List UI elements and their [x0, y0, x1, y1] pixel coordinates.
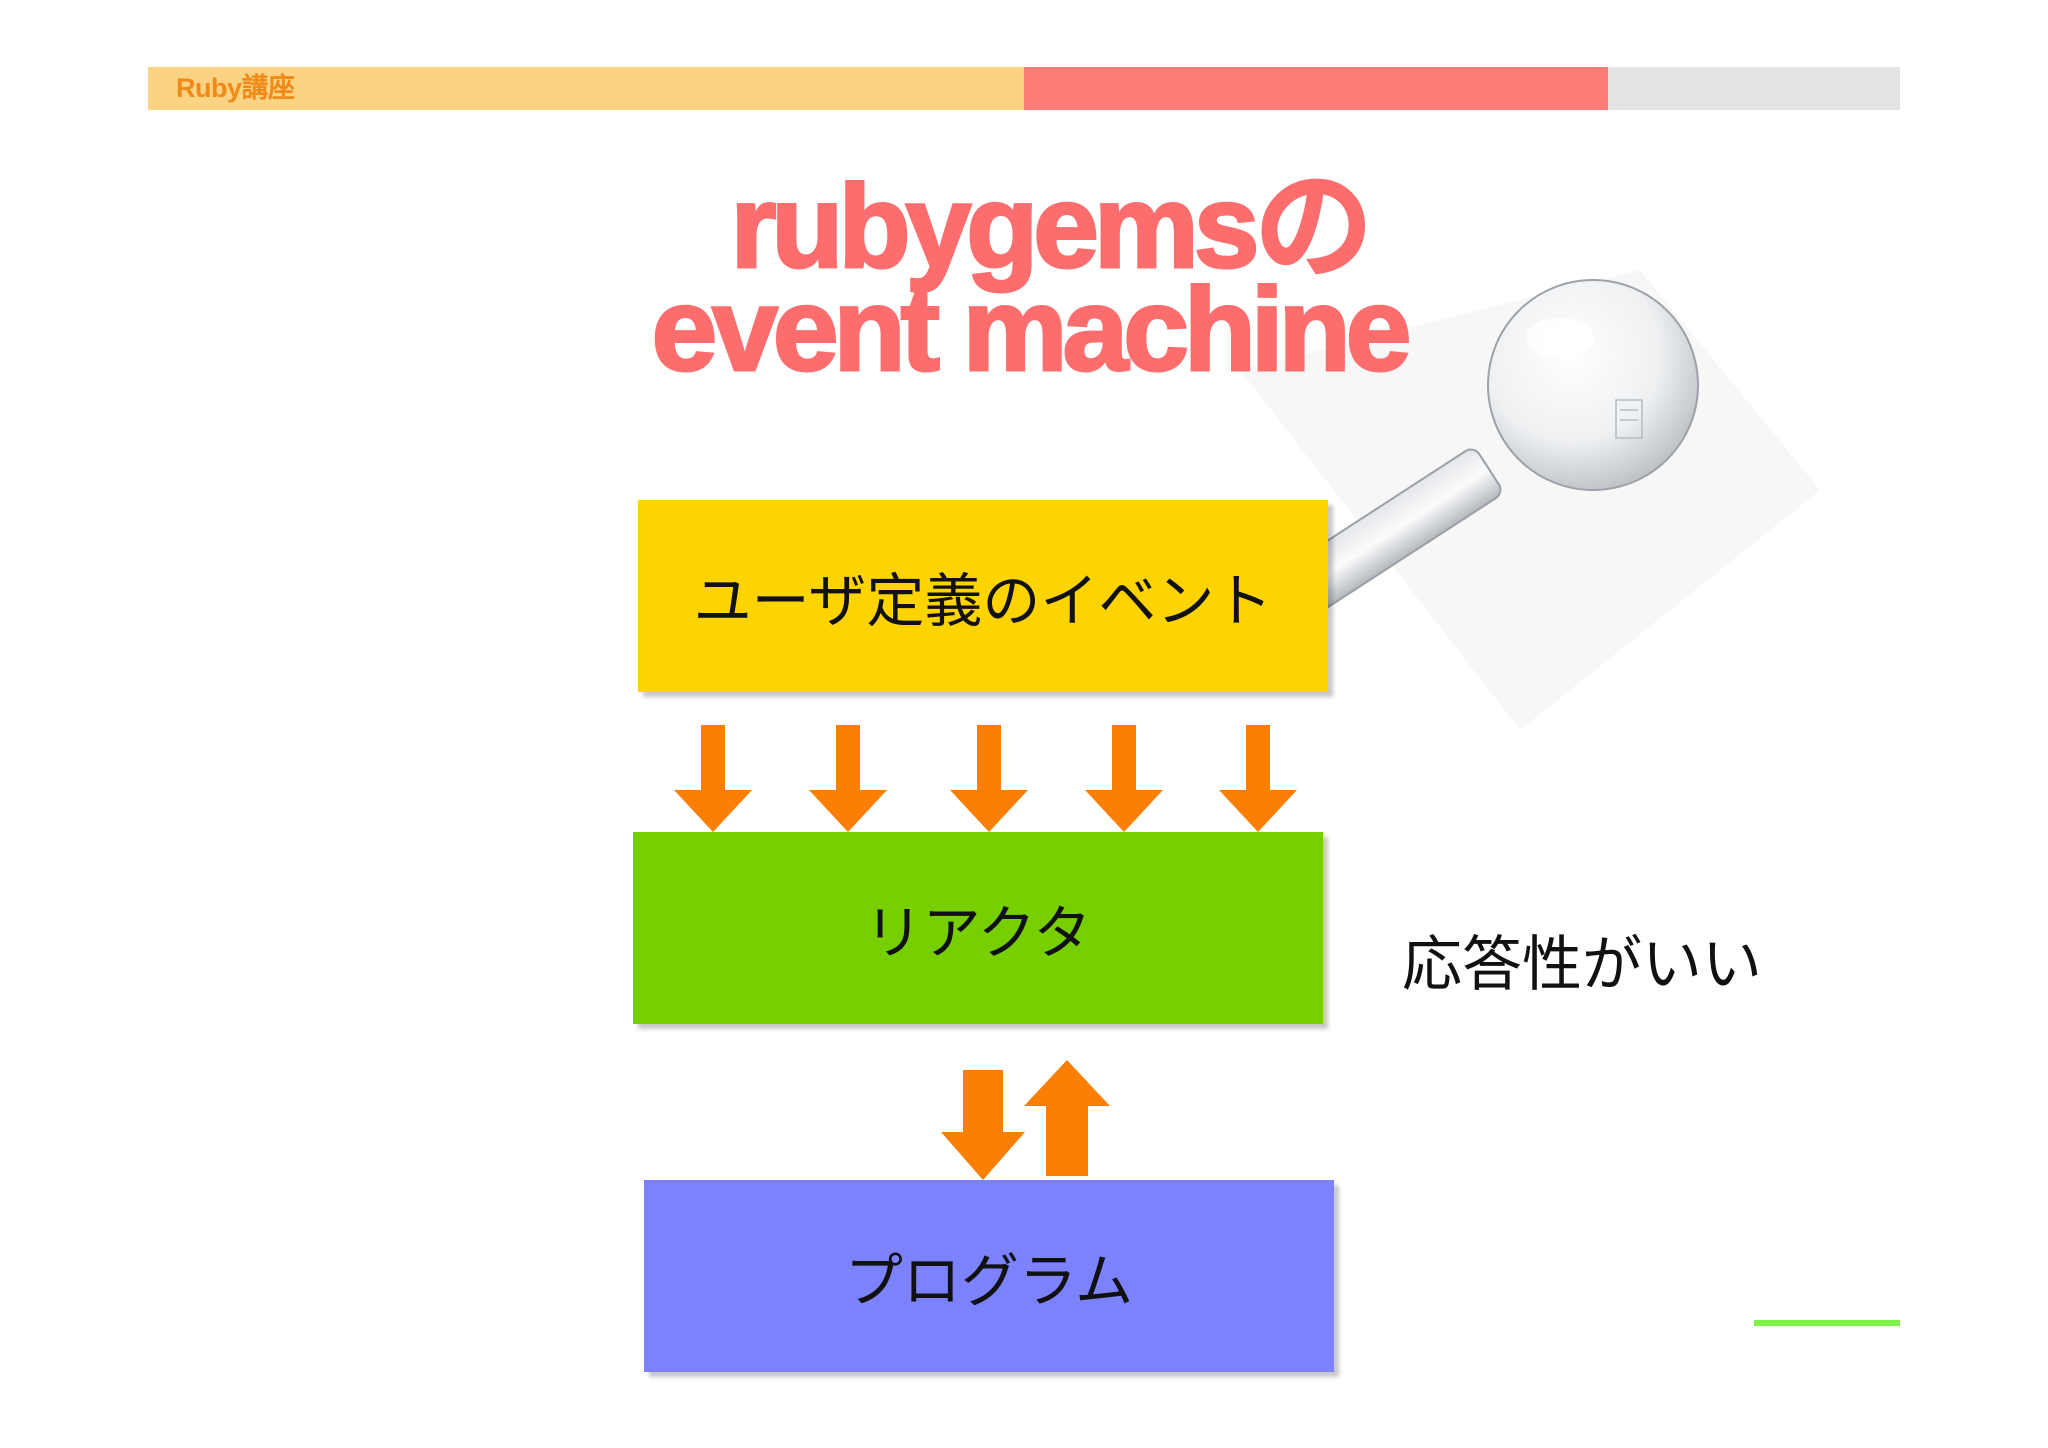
down-arrow-5	[1219, 725, 1297, 832]
down-arrow-1	[674, 725, 752, 832]
reactor-to-program-arrow	[941, 1070, 1025, 1180]
reactor-label: リアクタ	[864, 899, 1092, 967]
down-arrow-3	[950, 725, 1028, 832]
slide-title-line-1: rubygemsの	[729, 160, 1374, 295]
program-to-reactor-arrow	[1024, 1060, 1110, 1176]
slide-title-line-2: event machine	[650, 263, 1413, 398]
program-label: プログラム	[844, 1247, 1134, 1315]
down-arrow-4	[1085, 725, 1163, 832]
header-band-red	[1024, 67, 1608, 110]
user-events-label: ユーザ定義のイベント	[693, 567, 1273, 635]
header-band-gray	[1608, 67, 1900, 110]
flask-image	[1240, 270, 1820, 730]
footer-accent-bar	[1754, 1320, 1900, 1326]
user-events-box: ユーザ定義のイベント	[638, 500, 1328, 692]
header-band-orange	[148, 67, 1024, 110]
program-box: プログラム	[644, 1180, 1334, 1372]
down-arrow-2	[809, 725, 887, 832]
course-label: Ruby講座	[176, 73, 295, 103]
reactor-box: リアクタ	[633, 832, 1323, 1024]
responsiveness-note: 応答性がいい	[1402, 930, 1762, 1000]
